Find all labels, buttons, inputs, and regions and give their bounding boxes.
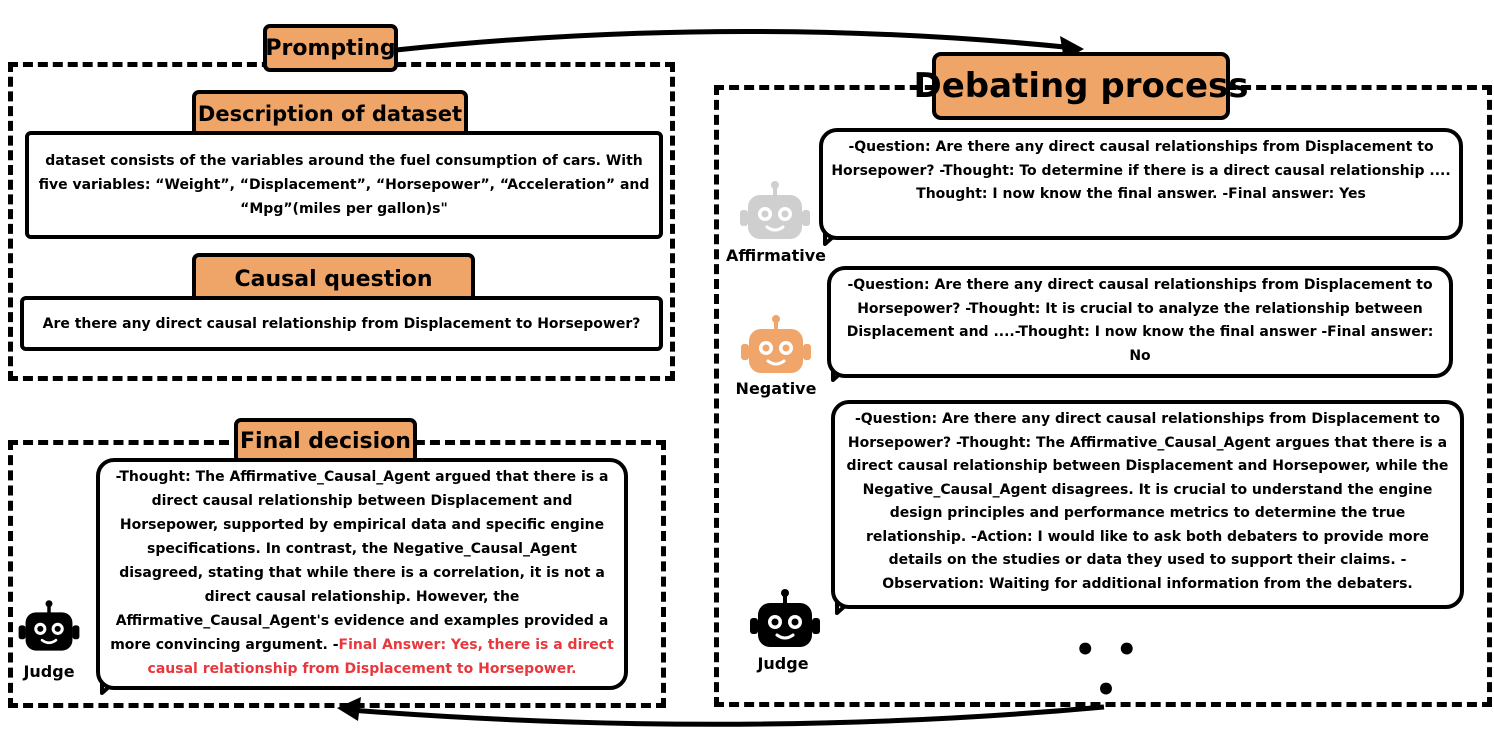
dataset-description: dataset consists of the variables around… xyxy=(25,131,663,239)
final-answer-text: Final Answer: Yes, there is a direct cau… xyxy=(147,637,614,677)
negative-label: Negative xyxy=(735,379,817,398)
judge-debate-message: -Question: Are there any direct causal r… xyxy=(831,400,1464,609)
affirmative-message: -Question: Are there any direct causal r… xyxy=(819,128,1463,240)
negative-message: -Question: Are there any direct causal r… xyxy=(827,266,1453,378)
final-judge-robot-icon xyxy=(18,600,80,651)
continuation-ellipsis: • • • xyxy=(1074,630,1142,710)
affirmative-label: Affirmative xyxy=(726,246,826,265)
final-decision-thought: -Thought: The Affirmative_Causal_Agent a… xyxy=(110,469,609,653)
judge-label: Judge xyxy=(757,654,809,673)
description-label: Description of dataset xyxy=(192,90,468,138)
debating-label: Debating process xyxy=(914,52,1249,120)
affirmative-robot-icon xyxy=(740,181,810,239)
final-decision-message: -Thought: The Affirmative_Causal_Agent a… xyxy=(96,458,628,690)
prompting-label: Prompting xyxy=(263,24,398,72)
final-judge-label: Judge xyxy=(23,662,75,681)
arrow-debate-to-decision xyxy=(349,704,1105,727)
judge-robot-icon xyxy=(750,589,820,647)
negative-robot-icon xyxy=(741,315,811,373)
causal-question: Are there any direct causal relationship… xyxy=(20,296,663,351)
arrow-prompting-to-debate xyxy=(395,28,1076,53)
